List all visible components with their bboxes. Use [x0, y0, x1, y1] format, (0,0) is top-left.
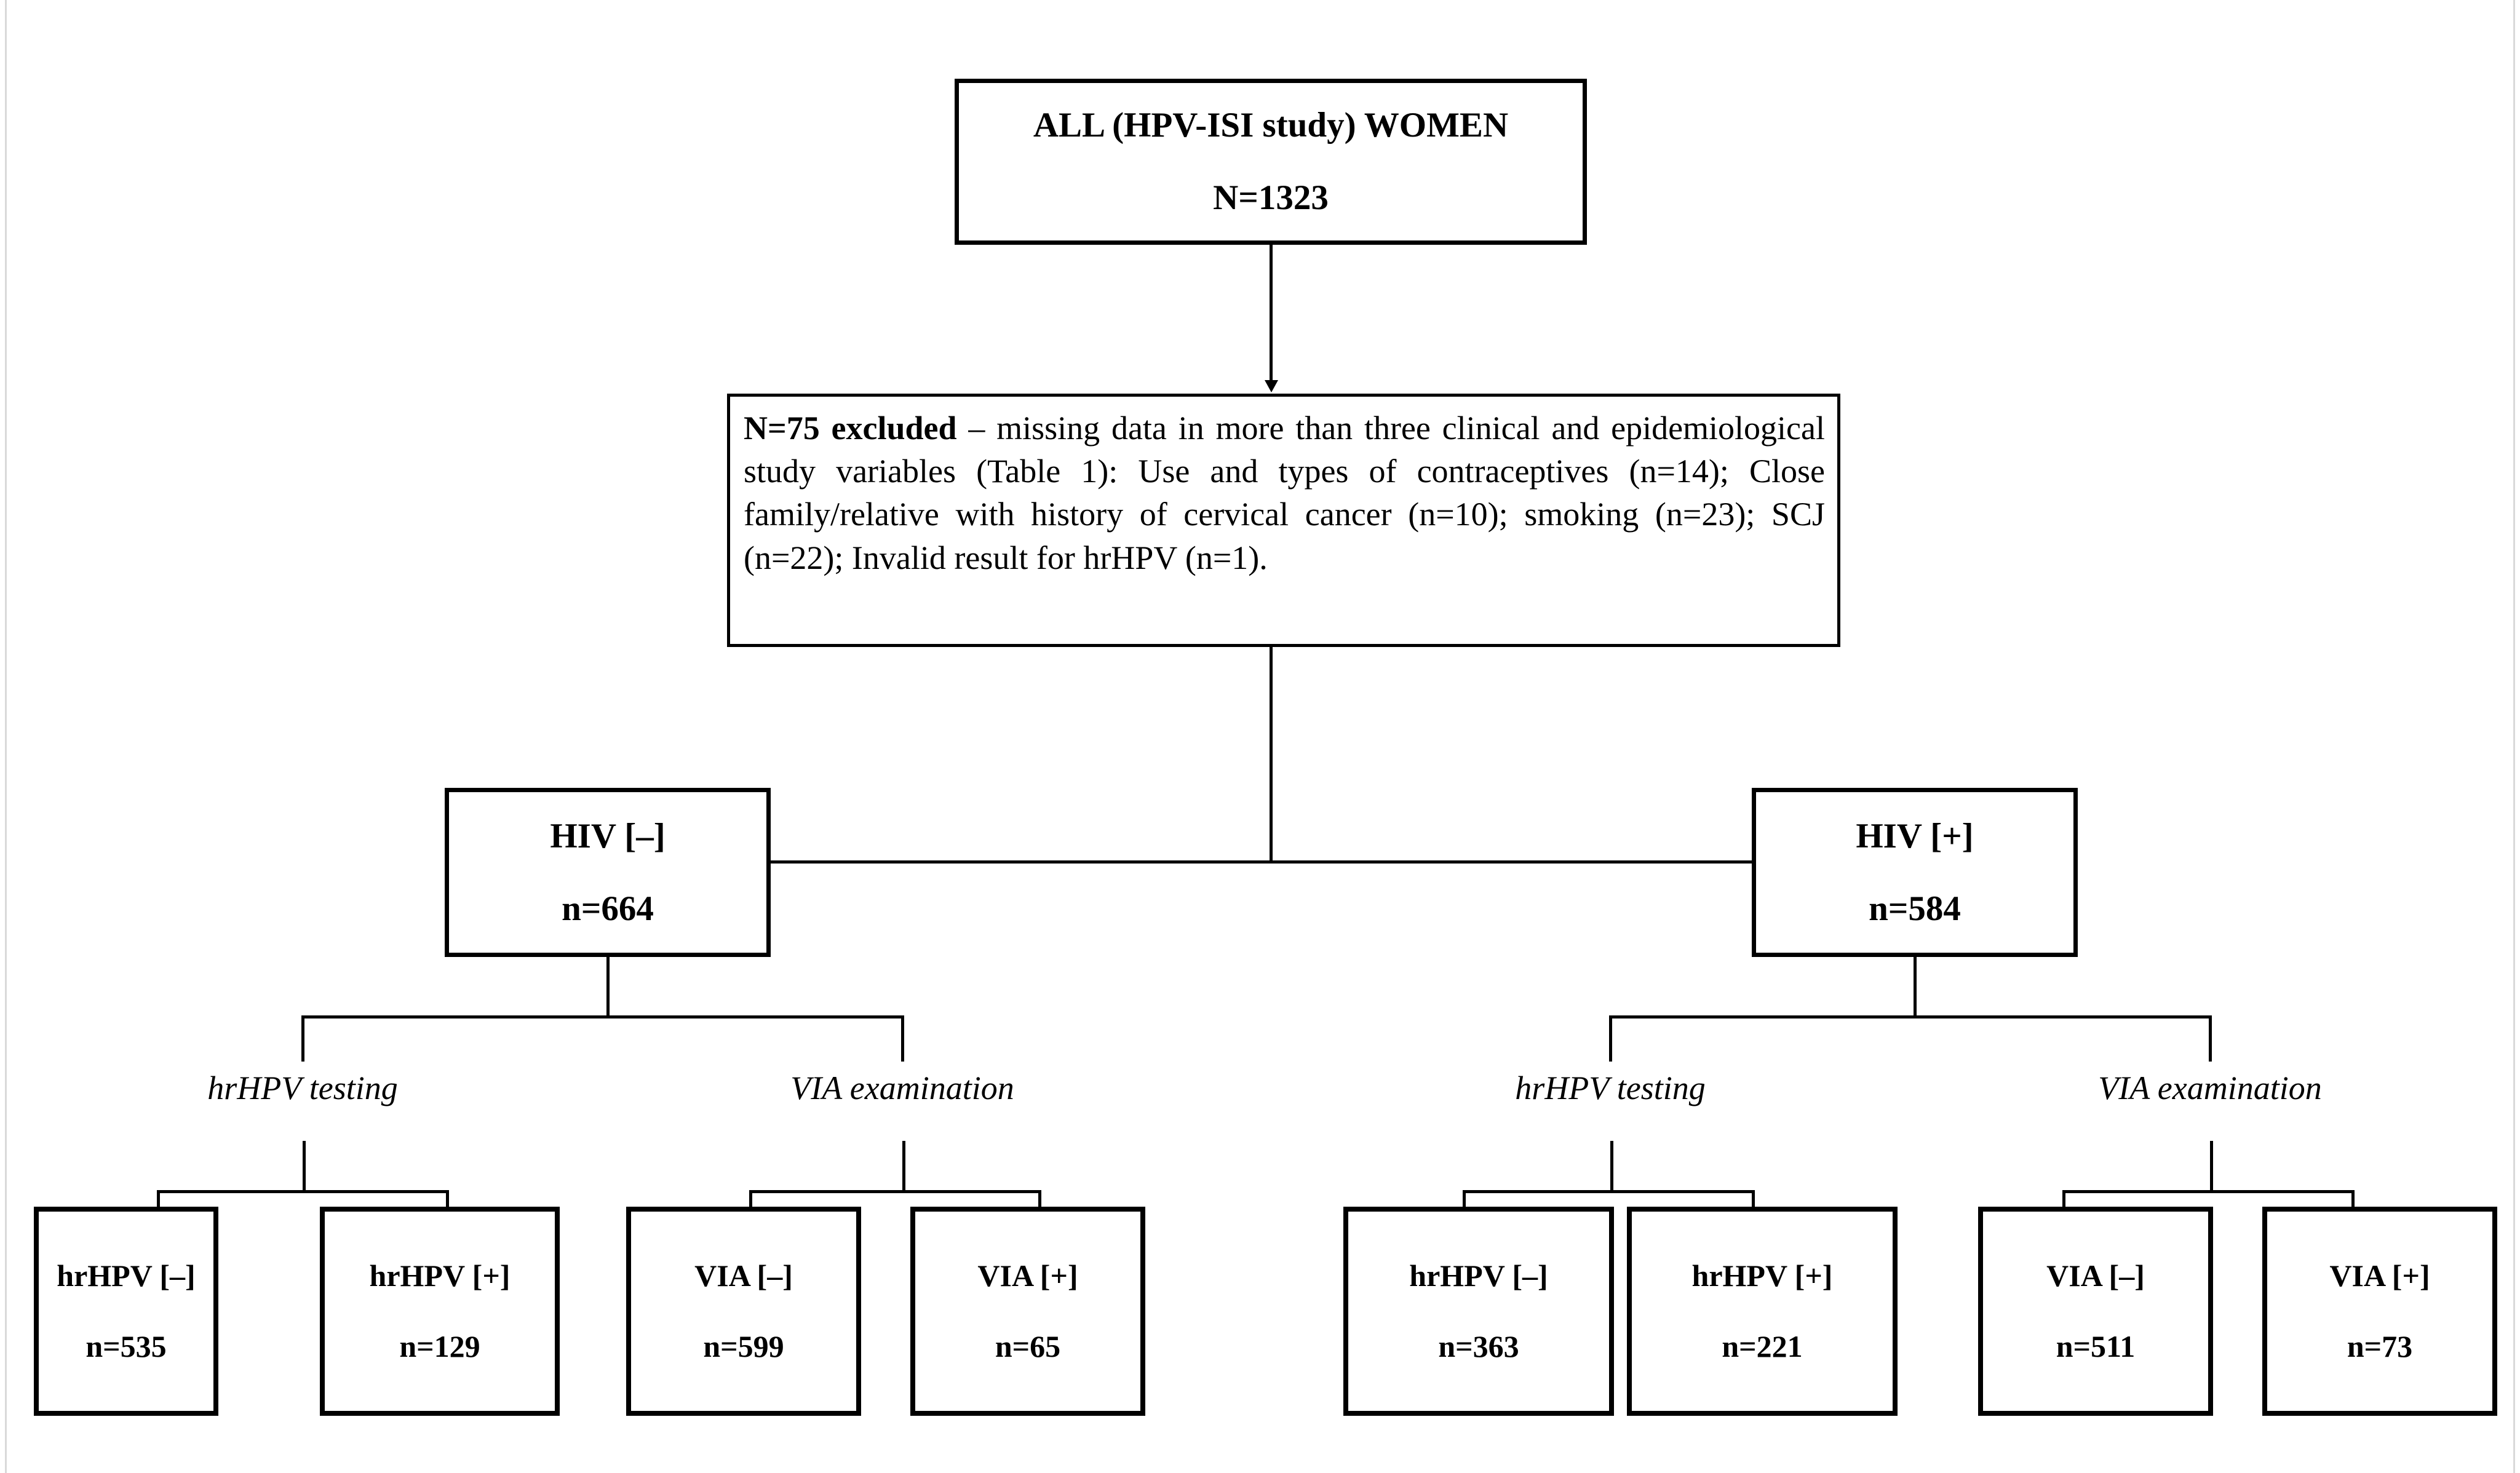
connector-hivpos-to-hrhpv-label: [1609, 1015, 1612, 1062]
node-hivneg-hrhpv-positive-count: n=129: [399, 1329, 480, 1364]
node-hivpos-via-positive-label: VIA [+]: [2329, 1258, 2430, 1293]
node-hivneg-via-positive: VIA [+] n=65: [910, 1207, 1145, 1416]
connector-pair3-right-drop: [1752, 1190, 1755, 1209]
node-hiv-positive-label: HIV [+]: [1856, 816, 1974, 856]
node-hivneg-via-negative-label: VIA [–]: [694, 1258, 793, 1293]
node-hivpos-via-negative: VIA [–] n=511: [1978, 1207, 2213, 1416]
page-edge-rule-right: [2513, 0, 2515, 1473]
node-hivneg-via-positive-label: VIA [+]: [977, 1258, 1078, 1293]
connector-pair2-right-drop: [1038, 1190, 1041, 1209]
connector-hivneg-to-via-label: [901, 1015, 904, 1062]
node-hivpos-hrhpv-negative-label: hrHPV [–]: [1409, 1258, 1548, 1293]
node-hivpos-hrhpv-negative-count: n=363: [1438, 1329, 1519, 1364]
connector-hivpos-branchbar: [1609, 1015, 2212, 1018]
node-hivneg-hrhpv-negative: hrHPV [–] n=535: [34, 1207, 218, 1416]
node-all-women-count: N=1323: [1213, 178, 1329, 217]
connector-root-to-excluded-arrow: [1265, 380, 1278, 392]
node-hivneg-hrhpv-negative-label: hrHPV [–]: [57, 1258, 196, 1293]
connector-root-to-excluded: [1270, 245, 1273, 383]
connector-pair1-stem: [303, 1141, 306, 1192]
connector-hivpos-stem: [1914, 957, 1917, 1018]
page-edge-rule-left: [5, 0, 7, 1473]
connector-hivneg-branchbar: [301, 1015, 904, 1018]
connector-pair3-left-drop: [1463, 1190, 1466, 1209]
connector-pair3-bar: [1463, 1190, 1755, 1193]
connector-pair4-stem: [2210, 1141, 2213, 1192]
node-hivneg-hrhpv-negative-count: n=535: [85, 1329, 167, 1364]
branch-label-hivpos-hrhpv: hrHPV testing: [1515, 1070, 1706, 1106]
branch-label-hivpos-via: VIA examination: [2098, 1070, 2322, 1106]
connector-pair1-right-drop: [446, 1190, 449, 1209]
node-hivpos-hrhpv-positive: hrHPV [+] n=221: [1627, 1207, 1898, 1416]
node-hiv-negative-label: HIV [–]: [550, 816, 666, 856]
branch-label-hivneg-via: VIA examination: [790, 1070, 1014, 1106]
node-hiv-positive-count: n=584: [1869, 889, 1961, 928]
node-hiv-negative: HIV [–] n=664: [445, 788, 771, 957]
node-hivneg-via-negative-count: n=599: [703, 1329, 784, 1364]
node-hivneg-via-positive-count: n=65: [995, 1329, 1061, 1364]
connector-pair2-stem: [902, 1141, 905, 1192]
branch-label-hivneg-hrhpv: hrHPV testing: [207, 1070, 398, 1106]
node-hivneg-via-negative: VIA [–] n=599: [626, 1207, 861, 1416]
node-excluded-body: – missing data in more than three clinic…: [744, 410, 1825, 576]
connector-pair4-left-drop: [2062, 1190, 2065, 1209]
node-hivpos-via-negative-label: VIA [–]: [2046, 1258, 2145, 1293]
connector-hivneg-stem: [606, 957, 610, 1018]
node-all-women-label: ALL (HPV-ISI study) WOMEN: [1033, 106, 1509, 145]
node-hivneg-hrhpv-positive-label: hrHPV [+]: [369, 1258, 511, 1293]
connector-pair1-bar: [157, 1190, 449, 1193]
node-hivneg-hrhpv-positive: hrHPV [+] n=129: [320, 1207, 560, 1416]
connector-hivneg-to-hrhpv-label: [301, 1015, 304, 1062]
connector-pair1-left-drop: [157, 1190, 160, 1209]
node-excluded: N=75 excluded – missing data in more tha…: [727, 394, 1840, 647]
node-all-women: ALL (HPV-ISI study) WOMEN N=1323: [955, 79, 1587, 245]
node-hivpos-hrhpv-positive-label: hrHPV [+]: [1691, 1258, 1833, 1293]
connector-pair2-left-drop: [749, 1190, 752, 1209]
connector-pair3-stem: [1610, 1141, 1613, 1192]
node-excluded-lead: N=75 excluded: [744, 410, 957, 447]
connector-pair4-bar: [2062, 1190, 2355, 1193]
node-hivpos-via-positive-count: n=73: [2347, 1329, 2413, 1364]
node-hivpos-via-positive: VIA [+] n=73: [2262, 1207, 2497, 1416]
connector-pair4-right-drop: [2351, 1190, 2355, 1209]
connector-pair2-bar: [749, 1190, 1041, 1193]
connector-excluded-to-hiv-split: [1270, 647, 1273, 862]
connector-hivpos-to-via-label: [2209, 1015, 2212, 1062]
node-excluded-text: N=75 excluded – missing data in more tha…: [744, 407, 1825, 579]
node-hivpos-hrhpv-positive-count: n=221: [1722, 1329, 1803, 1364]
node-hiv-negative-count: n=664: [562, 889, 654, 928]
node-hivpos-hrhpv-negative: hrHPV [–] n=363: [1343, 1207, 1614, 1416]
node-hivpos-via-negative-count: n=511: [2056, 1329, 2136, 1364]
node-hiv-positive: HIV [+] n=584: [1752, 788, 2078, 957]
connector-hiv-split-horizontal: [771, 860, 1916, 864]
